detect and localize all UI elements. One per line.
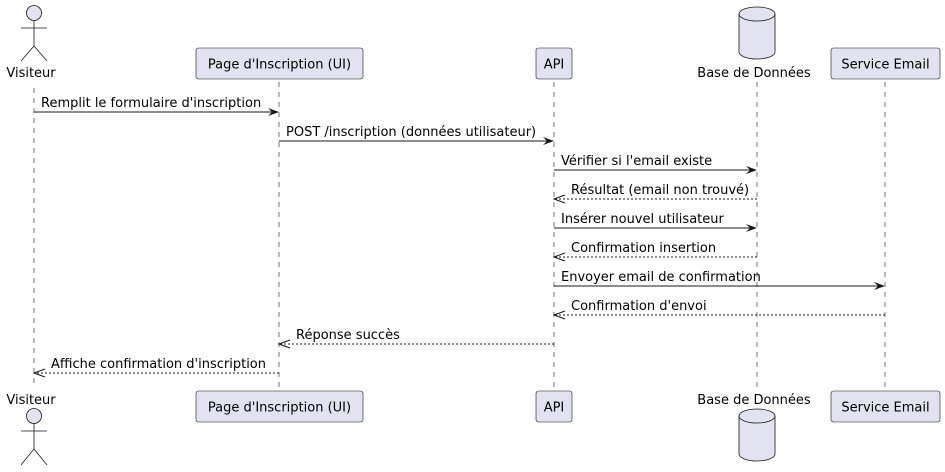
participant-api-bottom: API xyxy=(535,390,573,423)
participant-label: API xyxy=(544,401,565,416)
participant-label: Visiteur xyxy=(6,393,56,408)
message-9: Réponse succès xyxy=(277,328,554,349)
messages: Remplit le formulaire d'inscriptionPOST … xyxy=(32,96,885,378)
message-label: Réponse succès xyxy=(296,328,400,343)
arrowhead-icon xyxy=(543,137,554,145)
participant-email-bottom: Service Email xyxy=(830,390,941,423)
participant-visiteur-top: Visiteur xyxy=(6,5,56,81)
message-label: Insérer nouvel utilisateur xyxy=(561,212,724,227)
message-label: POST /inscription (données utilisateur) xyxy=(286,125,536,140)
message-label: Remplit le formulaire d'inscription xyxy=(41,96,261,111)
participant-ui-bottom: Page d'Inscription (UI) xyxy=(195,390,364,423)
arrowhead-icon xyxy=(552,310,566,320)
arrowhead-icon xyxy=(874,282,885,290)
message-label: Envoyer email de confirmation xyxy=(561,270,761,285)
participant-label: Page d'Inscription (UI) xyxy=(208,58,351,73)
participant-ui-top: Page d'Inscription (UI) xyxy=(195,47,364,80)
participant-label: Service Email xyxy=(841,58,929,73)
actor-icon xyxy=(20,408,48,466)
participant-api-top: API xyxy=(535,47,573,80)
message-6: Confirmation insertion xyxy=(552,241,757,262)
database-icon xyxy=(738,408,776,462)
participant-label: Page d'Inscription (UI) xyxy=(208,401,351,416)
message-5: Insérer nouvel utilisateur xyxy=(554,212,757,232)
message-4: Résultat (email non trouvé) xyxy=(552,183,757,204)
participant-db-top: Base de Données xyxy=(697,6,811,81)
message-1: Remplit le formulaire d'inscription xyxy=(34,96,279,116)
arrowhead-icon xyxy=(746,224,757,232)
database-icon xyxy=(738,6,776,60)
arrowhead-icon xyxy=(746,166,757,174)
message-3: Vérifier si l'email existe xyxy=(554,154,757,174)
message-7: Envoyer email de confirmation xyxy=(554,270,885,290)
message-label: Confirmation d'envoi xyxy=(571,299,707,314)
arrowhead-icon xyxy=(268,108,279,116)
message-2: POST /inscription (données utilisateur) xyxy=(279,125,554,145)
arrowhead-icon xyxy=(32,368,46,378)
message-8: Confirmation d'envoi xyxy=(552,299,885,320)
message-label: Affiche confirmation d'inscription xyxy=(51,357,266,372)
participant-visiteur-bottom: Visiteur xyxy=(6,393,56,466)
message-label: Confirmation insertion xyxy=(571,241,716,256)
participant-db-bottom: Base de Données xyxy=(697,393,811,462)
message-label: Vérifier si l'email existe xyxy=(561,154,712,169)
actor-icon xyxy=(20,5,48,62)
participant-email-top: Service Email xyxy=(830,47,941,80)
message-label: Résultat (email non trouvé) xyxy=(571,183,749,198)
arrowhead-icon xyxy=(552,252,566,262)
participant-label: Base de Données xyxy=(697,66,811,81)
participant-label: API xyxy=(544,58,565,73)
participant-label: Service Email xyxy=(841,401,929,416)
message-10: Affiche confirmation d'inscription xyxy=(32,357,279,378)
participant-label: Base de Données xyxy=(697,393,811,408)
participant-label: Visiteur xyxy=(6,66,56,81)
arrowhead-icon xyxy=(552,194,566,204)
arrowhead-icon xyxy=(277,339,291,349)
